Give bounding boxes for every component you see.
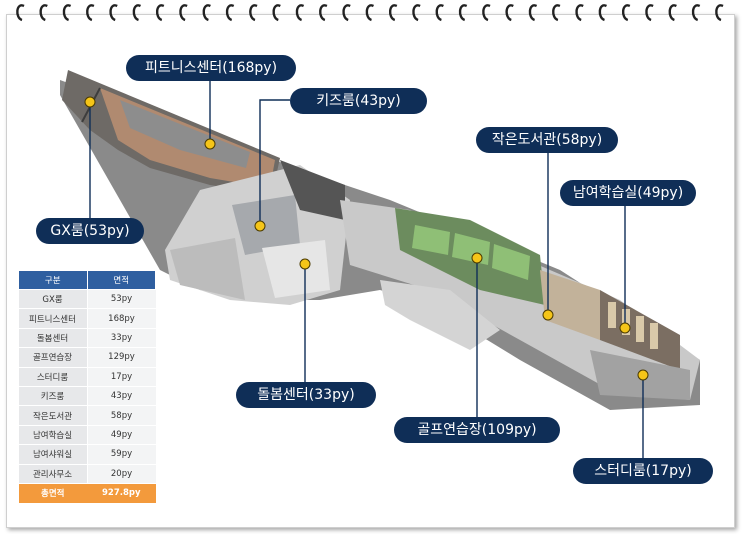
row-value: 59py [87, 444, 156, 465]
spiral-ring [482, 4, 491, 22]
row-label: 작은도서관 [18, 405, 88, 426]
row-value: 17py [87, 367, 156, 387]
total-value: 927.8py [87, 483, 156, 504]
callout-study-room: 남여학습실(49py) [560, 180, 696, 206]
marker-kids [254, 220, 266, 232]
spiral-ring [62, 4, 72, 22]
spiral-ring [202, 4, 211, 22]
row-label: 관리사무소 [18, 464, 88, 484]
kids-room [232, 195, 300, 255]
marker-studio [637, 369, 649, 381]
spiral-ring [458, 4, 468, 22]
spiral-ring [552, 4, 561, 22]
spiral-ring [715, 4, 724, 22]
spiral-ring [155, 4, 165, 22]
header-area: 면적 [86, 270, 156, 290]
callout-care-center: 돌봄센터(33py) [236, 382, 376, 408]
marker-gx [84, 96, 96, 108]
row-value: 58py [87, 405, 156, 426]
south-rooms [380, 280, 500, 350]
fitness-rubber-floor [120, 100, 250, 168]
marker-fitness [204, 138, 216, 150]
lobby-dark [280, 160, 345, 220]
table-total-row: 총면적 927.8py [18, 483, 156, 504]
row-label: 돌봄센터 [18, 328, 88, 349]
row-value: 168py [87, 308, 156, 329]
row-value: 53py [87, 289, 156, 310]
golf-bay-3 [492, 244, 530, 280]
row-label: 남여샤워실 [18, 444, 88, 465]
spiral-ring [249, 4, 258, 22]
callout-gx: GX룸(53py) [36, 218, 144, 244]
spiral-ring [295, 4, 305, 22]
callout-kids: 키즈룸(43py) [290, 88, 427, 114]
total-label: 총면적 [18, 483, 87, 504]
marker-library [542, 309, 554, 321]
callout-library: 작은도서관(58py) [476, 127, 618, 153]
row-value: 20py [87, 464, 156, 484]
header-category: 구분 [18, 270, 88, 290]
spiral-ring [691, 4, 701, 22]
marker-study [619, 322, 631, 334]
marker-golf [471, 252, 483, 264]
spiral-ring [598, 4, 608, 22]
row-value: 43py [87, 386, 156, 407]
golf-bay-1 [412, 225, 450, 255]
spiral-ring [179, 4, 188, 22]
spiral-binding [16, 4, 724, 22]
spiral-ring [388, 4, 398, 22]
callout-fitness: 피트니스센터(168py) [126, 55, 296, 81]
spiral-ring [16, 4, 25, 22]
west-rooms [170, 238, 245, 300]
callout-studio: 스터디룸(17py) [573, 458, 713, 484]
spiral-ring [668, 4, 677, 22]
spiral-ring [319, 4, 328, 22]
spiral-ring [39, 4, 48, 22]
row-label: 키즈룸 [18, 386, 88, 407]
callout-lines [89, 76, 644, 458]
study-desks [608, 302, 658, 349]
spiral-ring [272, 4, 281, 22]
spiral-ring [645, 4, 654, 22]
markers [84, 96, 649, 381]
row-label: 골프연습장 [18, 347, 88, 368]
row-label: 스터디룸 [18, 367, 88, 387]
row-label: GX룸 [18, 289, 88, 310]
table-header-row: 구분 면적 [18, 270, 156, 290]
care-room [262, 240, 330, 298]
callout-golf: 골프연습장(109py) [394, 417, 560, 443]
row-label: 피트니스센터 [18, 308, 88, 329]
spiral-ring [342, 4, 351, 22]
marker-care [299, 258, 311, 270]
spiral-ring [109, 4, 118, 22]
row-label: 남여학습실 [18, 425, 88, 446]
spiral-ring [412, 4, 421, 22]
spiral-ring [132, 4, 142, 22]
spiral-ring [621, 4, 631, 22]
spiral-ring [528, 4, 538, 22]
library-area [540, 270, 600, 340]
row-value: 49py [87, 425, 156, 446]
spiral-ring [575, 4, 584, 22]
row-value: 33py [87, 328, 156, 349]
spiral-ring [365, 4, 375, 22]
spiral-ring [86, 4, 95, 22]
row-value: 129py [87, 347, 156, 368]
spiral-ring [435, 4, 444, 22]
spiral-ring [225, 4, 235, 22]
spiral-ring [505, 4, 514, 22]
